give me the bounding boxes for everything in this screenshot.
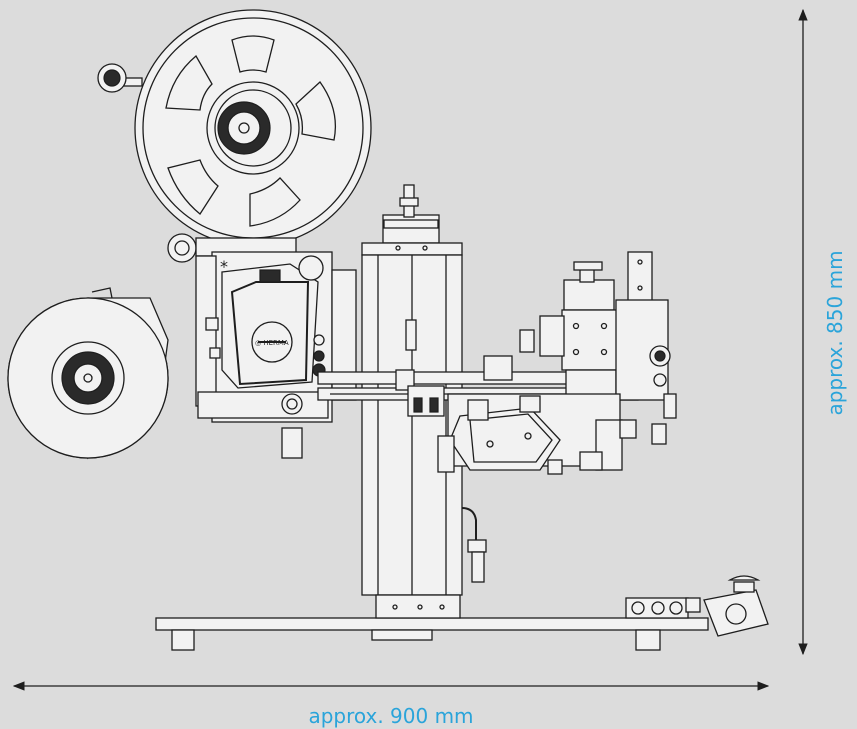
svg-text:◎ HERMA: ◎ HERMA [255,339,289,347]
svg-text:*: * [220,257,228,276]
emergency-stop-box [625,575,769,637]
unwind-reel [134,9,372,247]
width-dimension-label: approx. 900 mm [308,704,473,728]
rewind-reel [7,287,169,460]
pneumatic-fitting [405,319,489,583]
vertical-column [361,214,463,619]
guide-roller [167,233,197,263]
drive-housing: ◎ HERMA * [195,237,357,459]
base-plate [155,617,709,651]
applicator-slide [519,251,677,445]
height-dimension-label: approx. 850 mm [823,250,847,415]
reel-knob [97,63,143,93]
height-adjust-crank [383,184,439,229]
